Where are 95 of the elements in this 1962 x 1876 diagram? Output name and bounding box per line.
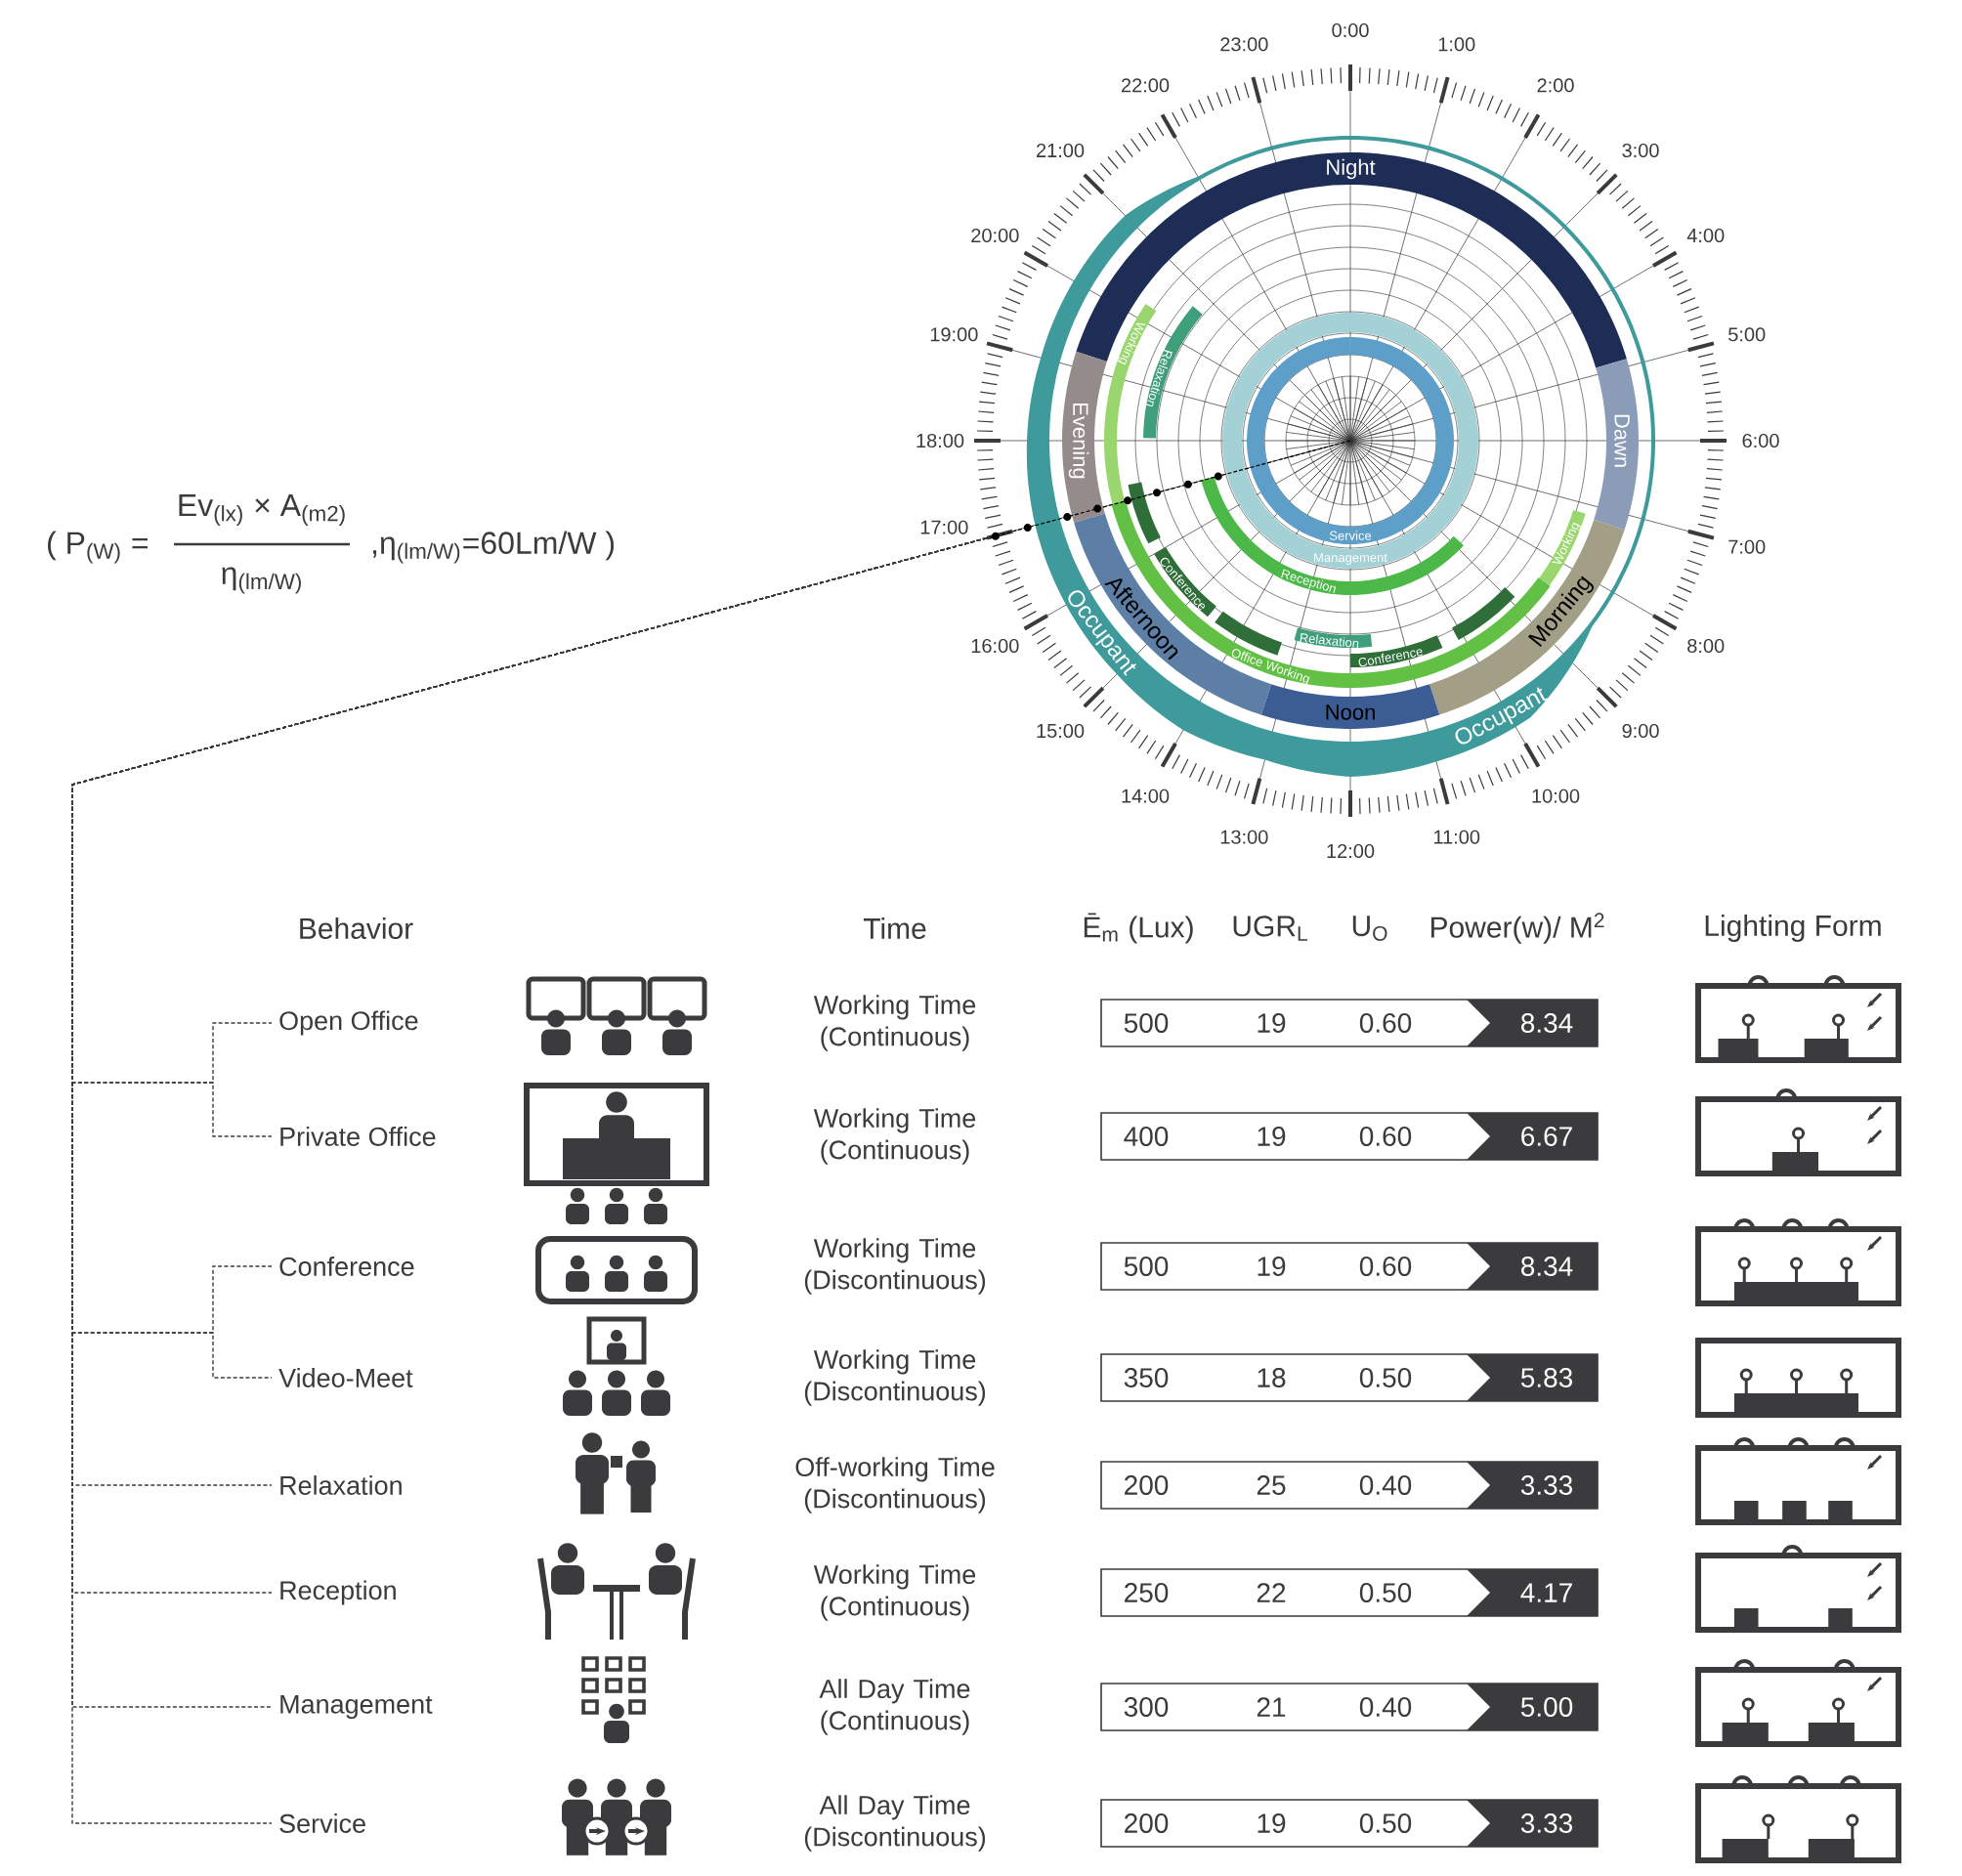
hour-label: 4:00 [1686,228,1725,243]
label: 19 [1258,1813,1286,1833]
time-text: Off-working Time (Discontinuous) [795,1457,995,1514]
hour-label: 8:00 [1687,638,1725,654]
formula-text: ( P$_{(W)}$ = [48,531,148,564]
hour-label: 7:00 [1728,539,1766,554]
value-bar: 200 19 0.50 3.33 [1100,1799,1599,1848]
behavior-label: Reception [280,1580,396,1605]
label: 19 [1258,1257,1286,1276]
label: 19 [1258,1127,1286,1146]
hour-label: 6:00 [1742,433,1779,448]
value-bar: 500 19 0.60 8.34 [1100,999,1599,1047]
hour-label: 19:00 [930,327,978,342]
behavior-label: Service [279,1813,365,1833]
hour-label: 2:00 [1537,78,1574,93]
label: 0.60 [1359,1257,1412,1276]
hour-label: 18:00 [917,433,964,448]
hour-label: 13:00 [1220,830,1268,844]
arc-label: Service [1329,531,1372,540]
arc-label: Conference [1358,649,1423,667]
time-text: Working Time (Discontinuous) [804,1349,986,1406]
value-bar: 250 22 0.50 4.17 [1100,1568,1599,1617]
hour-label: 0:00 [1332,22,1369,38]
hour-label: 5:00 [1728,327,1766,342]
label: 200 [1125,1475,1169,1495]
label: 0.50 [1359,1813,1412,1833]
formula-text: η$_{(lm/W)}$ [222,567,301,594]
column-header: Time [863,917,926,939]
behavior-label: Video-Meet [278,1368,413,1387]
column-header: U$_{O}$ [1352,916,1387,941]
label: 200 [1125,1813,1169,1833]
label: 0.50 [1359,1368,1412,1387]
column-header: Ē$_{m}$ (Lux) [1084,913,1193,944]
hour-label: 1:00 [1438,37,1475,52]
arc-label: Relaxation [1300,633,1359,649]
behavior-label: Conference [279,1257,414,1276]
label: 8.34 [1520,1013,1573,1033]
hour-label: 23:00 [1220,37,1268,52]
value-bar: 200 25 0.40 3.33 [1100,1461,1599,1510]
behavior-label: Open Office [279,1010,418,1036]
label: 400 [1124,1127,1169,1146]
label: 300 [1124,1697,1169,1717]
column-header: Behavior [300,917,413,939]
label: 6.67 [1521,1127,1572,1146]
time-text: All Day Time (Continuous) [819,1679,970,1735]
hour-label: 3:00 [1622,143,1659,158]
arc-label: Management [1314,553,1387,565]
label: 3.33 [1520,1813,1573,1833]
band-label: Dawn [1614,414,1630,467]
hour-label: 21:00 [1037,143,1085,158]
label: 5.83 [1520,1368,1573,1387]
label: 500 [1124,1013,1169,1033]
hour-label: 17:00 [920,520,968,534]
label: 0.50 [1359,1583,1412,1602]
label: 21 [1257,1697,1286,1717]
label: 0.60 [1359,1127,1412,1146]
value-bar: 400 19 0.60 6.67 [1100,1112,1599,1161]
column-header: Power(w)/ M$^{2}$ [1430,913,1604,944]
label: 18 [1258,1368,1286,1387]
label: 8.34 [1520,1257,1573,1276]
band-label: Evening [1068,404,1089,479]
formula-text: ,η$_{(lm/W)}$=60Lm/W ) [372,531,614,564]
label: 19 [1258,1013,1286,1033]
label: 0.40 [1359,1697,1412,1717]
behavior-label: Private Office [280,1127,436,1146]
time-text: Working Time (Discontinuous) [804,1238,986,1295]
hour-label: 11:00 [1433,830,1480,844]
label: 0.60 [1359,1013,1412,1033]
label: 25 [1257,1475,1286,1495]
label: 4.17 [1520,1583,1572,1602]
band-label: Night [1327,158,1376,180]
time-text: Working Time (Continuous) [813,1564,976,1621]
column-header: Lighting Form [1705,915,1881,942]
hour-label: 12:00 [1327,843,1375,859]
hour-label: 22:00 [1122,78,1170,93]
value-bar: 500 19 0.60 8.34 [1100,1242,1599,1291]
label: 5.00 [1520,1697,1573,1717]
formula-text: Ev$_{(lx)}$ × A$_{(m2)}$ [179,494,345,526]
time-text: Working Time (Continuous) [813,1108,976,1165]
label: 3.33 [1520,1475,1573,1495]
value-bar: 350 18 0.50 5.83 [1100,1353,1599,1402]
time-text: Working Time (Continuous) [813,995,976,1051]
hour-label: 15:00 [1037,723,1085,739]
behavior-label: Management [280,1694,433,1720]
label: 22 [1257,1583,1286,1602]
column-header: UGR$_{L}$ [1233,916,1307,941]
time-text: All Day Time (Discontinuous) [804,1795,986,1852]
label: 350 [1124,1368,1169,1387]
behavior-label: Relaxation [280,1475,402,1495]
hour-label: 9:00 [1622,723,1659,739]
label: 0.40 [1359,1475,1412,1495]
label: 500 [1124,1257,1169,1276]
label: 250 [1125,1583,1169,1602]
value-bar: 300 21 0.40 5.00 [1100,1683,1599,1731]
band-label: Noon [1326,704,1375,720]
